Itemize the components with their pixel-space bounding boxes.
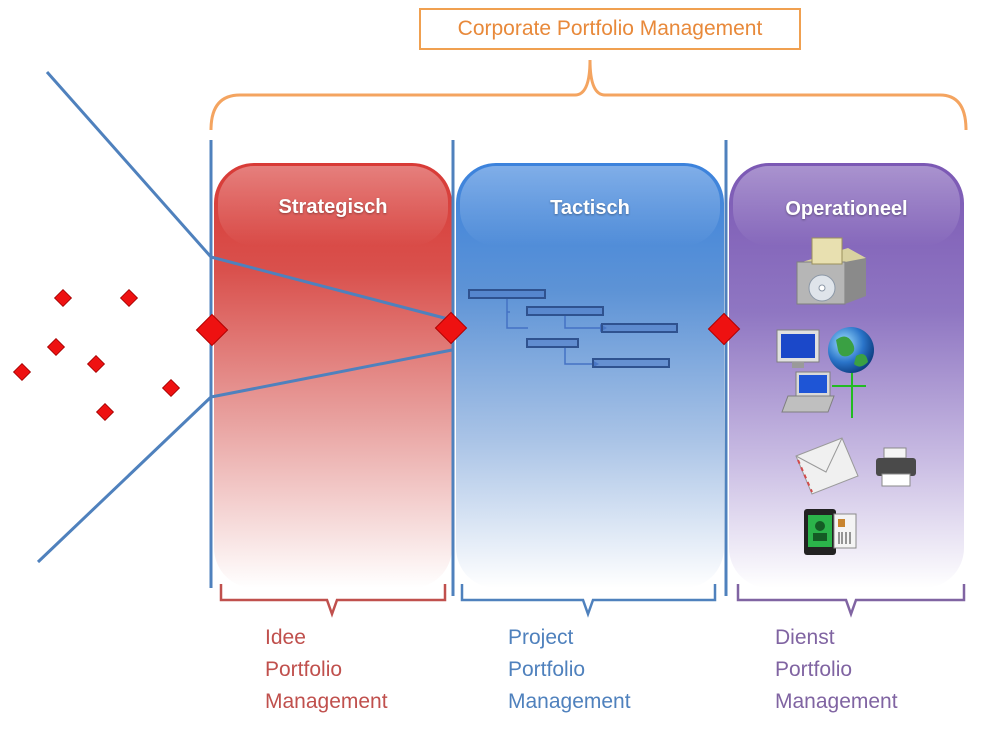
column-title-tactisch: Tactisch <box>550 197 630 219</box>
idea-dot <box>46 337 66 357</box>
corporate-portfolio-title: Corporate Portfolio Management <box>419 8 801 50</box>
idea-dot <box>95 402 115 422</box>
label-dienst-portfolio: Dienst Portfolio Management <box>775 622 898 718</box>
label-line: Management <box>508 690 631 713</box>
label-line: Management <box>265 690 388 713</box>
idea-dot <box>53 288 73 308</box>
column-tactisch <box>456 163 724 588</box>
column-strategisch <box>214 163 452 588</box>
globe-icon <box>828 327 874 373</box>
label-line: Portfolio <box>265 658 343 681</box>
printer-icon <box>876 447 916 487</box>
label-line: Project <box>508 626 574 649</box>
bottom-brace-tactisch <box>460 584 717 618</box>
bottom-brace-strategisch <box>219 584 447 618</box>
network-computers-icon <box>776 329 866 418</box>
idea-dot <box>86 354 106 374</box>
label-line: Dienst <box>775 626 835 649</box>
milestone-diamonds <box>195 311 741 347</box>
label-idee-portfolio: Idee Portfolio Management <box>265 622 388 718</box>
column-title-operationeel: Operationeel <box>785 198 908 220</box>
top-brace <box>209 59 968 131</box>
divider-lines <box>209 140 728 596</box>
column-title-strategisch: Strategisch <box>278 196 388 218</box>
bottom-brace-operationeel <box>736 584 966 618</box>
envelope-icon <box>795 437 859 495</box>
label-line: Management <box>775 690 898 713</box>
milestone-diamond <box>434 311 468 345</box>
software-box-icon <box>796 237 866 305</box>
idea-dots <box>12 288 181 422</box>
idea-dot <box>161 378 181 398</box>
idea-dot <box>12 362 32 382</box>
milestone-diamond <box>707 312 741 346</box>
label-line: Portfolio <box>508 658 586 681</box>
milestone-diamond <box>195 313 229 347</box>
funnel-lines <box>36 71 453 564</box>
gantt-chart-icon <box>468 289 678 368</box>
label-line: Portfolio <box>775 658 853 681</box>
id-card-icon <box>804 509 857 555</box>
idea-dot <box>119 288 139 308</box>
label-line: Idee <box>265 626 306 649</box>
label-project-portfolio: Project Portfolio Management <box>508 622 631 718</box>
